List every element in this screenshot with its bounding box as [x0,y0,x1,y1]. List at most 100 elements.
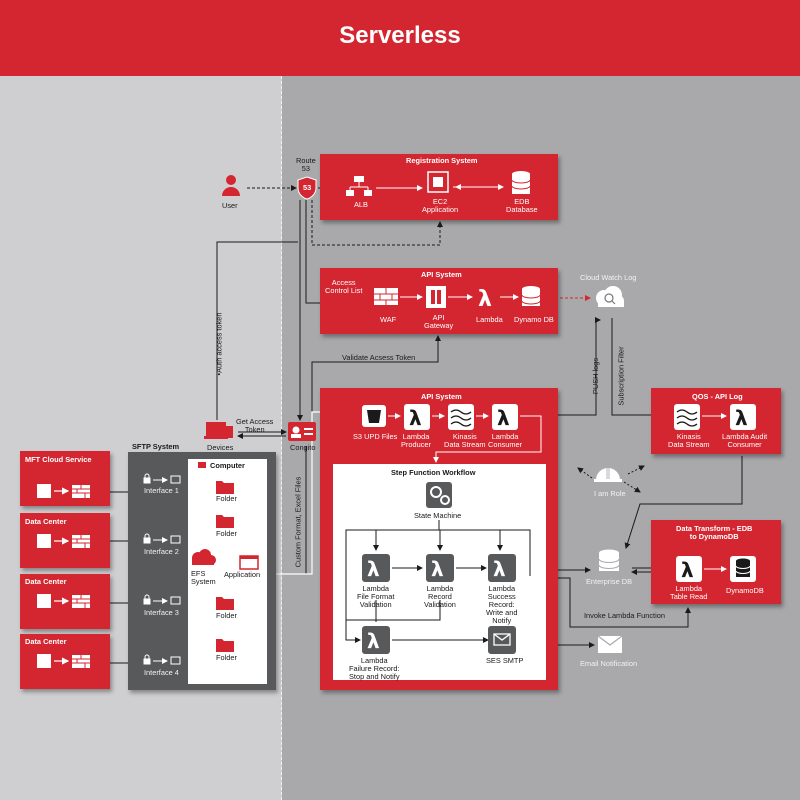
source-mft-cloud-service [20,451,110,506]
lambda-consumer-label: Lambda Consumer [488,432,523,449]
enterprise-db-label: Enterprise DB [586,577,633,586]
header: Serverless [0,0,800,76]
congito-id-card-icon [288,422,316,441]
ses-mail-icon [488,626,516,654]
terminal-icon [170,596,181,605]
route53-shield-icon [297,176,317,200]
application-window-icon [239,555,259,570]
terminal-icon [170,475,181,484]
svg-text:λ: λ [497,406,510,430]
lambda-success-icon: λ [488,554,516,582]
lambda-producer-icon: λ [404,404,430,430]
zone-divider [281,76,282,800]
svg-text:λ: λ [478,287,492,312]
folder-icon [216,515,234,528]
transform-lambda-icon: λ [676,556,702,582]
user-label: User [222,201,238,210]
svg-text:λ: λ [367,629,380,653]
data-transform-box [651,520,781,604]
folder-label-1: Folder [216,494,237,503]
lock-icon [143,473,151,484]
source-label-4: Data Center [25,637,67,646]
lock-icon [143,533,151,544]
file-icon [37,484,51,498]
qos-kinesis-label: Kinasis Data Stream [668,432,710,449]
validate-token-label: Validate Acsess Token [342,353,416,362]
edb-label: EDB Database [506,197,538,214]
file-icon [37,594,51,608]
ec2-chip-icon [427,171,449,193]
source-label-3: Data Center [25,577,67,586]
file-icon [37,534,51,548]
lambda-rv-label: Lambda Record Validation [424,584,456,609]
state-machine-gears-icon [426,482,452,508]
folder-label-2: Folder [216,529,237,538]
lambda-fail-label: Lambda Failure Record: Stop and Notify [349,656,400,681]
efs-cloud-icon [192,549,216,565]
folder-label-4: Folder [216,653,237,662]
state-machine-label: State Machine [414,511,462,520]
step-function-title: Step Function Workflow [391,468,476,477]
ses-label: SES SMTP [486,656,524,665]
svg-text:λ: λ [367,557,380,581]
s3-bucket-icon [362,405,386,427]
enterprise-db-icon [598,549,620,571]
folder-icon [216,481,234,494]
lambda-ffv-label: Lambda File Format Validation [357,584,395,609]
application-label: Application [224,570,261,579]
page-title: Serverless [339,22,461,49]
alb-label: ALB [354,200,368,209]
waf-firewall-icon [374,288,398,305]
lambda-top-label: Lambda [476,315,503,324]
api-gateway-label: API Gateway [424,313,454,330]
interface-3-label: Interface 3 [144,608,179,617]
route53-label: Route 53 [296,156,316,173]
folder-label-3: Folder [216,611,237,620]
api-main-title: API System [421,392,462,401]
lambda-producer-label: Lambda Producer [401,432,431,449]
lock-icon [143,594,151,605]
lock-icon [143,654,151,665]
route53-badge: 53 [303,183,312,192]
lambda-consumer-icon: λ [492,404,518,430]
api-gateway-icon [426,286,446,308]
cloudwatch-label: Cloud Watch Log [580,273,637,282]
qos-audit-label: Lambda Audit Consumer [722,432,768,449]
registration-title: Registration System [406,156,478,165]
lambda-icon: λ [478,287,492,312]
qos-lambda-audit-icon: λ [730,404,756,430]
lambda-file-format-icon: λ [362,554,390,582]
edb-database-icon [511,171,531,194]
computer-label: Computer [210,461,245,470]
svg-text:λ: λ [681,558,694,582]
terminal-icon [170,656,181,665]
s3-upd-label: S3 UPD Files [353,432,398,441]
devices-label: Devices [207,443,234,452]
efs-label: EFS System [191,569,216,586]
lambda-failure-icon: λ [362,626,390,654]
interface-1-label: Interface 1 [144,486,179,495]
email-envelope-icon [597,635,623,653]
devices-icon [204,422,233,439]
computer-icon [198,462,206,468]
svg-text:λ: λ [493,557,506,581]
dynamo-top-label: Dynamo DB [514,315,554,324]
terminal-icon [170,535,181,544]
interface-4-label: Interface 4 [144,668,179,677]
iam-role-label: I am Role [594,489,626,498]
interface-2-label: Interface 2 [144,547,179,556]
source-label-2: Data Center [25,517,67,526]
folder-icon [216,597,234,610]
waf-label: WAF [380,315,397,324]
qos-title: QOS - API Log [692,392,743,401]
svg-text:λ: λ [409,406,422,430]
qos-kinesis-icon [674,404,700,430]
qos-api-log-box [651,388,781,454]
transform-dynamo-label: DynamoDB [726,586,764,595]
